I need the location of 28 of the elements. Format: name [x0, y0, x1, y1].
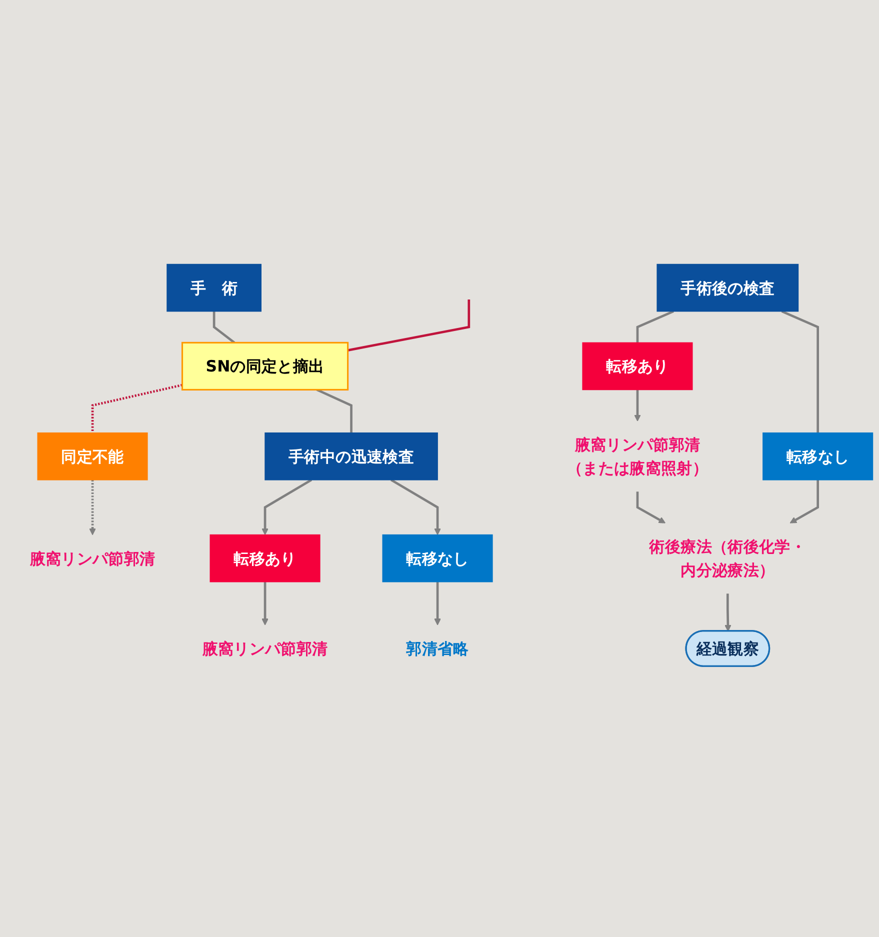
node-box: 転移なし	[382, 534, 493, 583]
node-box: 転移なし	[762, 432, 874, 481]
node-text: 腋窩リンパ節郭清	[202, 639, 328, 658]
node-text: 腋窩リンパ節郭清 （または腋窩照射）	[566, 436, 708, 478]
node-text: 術後療法（術後化学・内分泌療法）	[649, 538, 806, 580]
arrow	[724, 594, 732, 632]
node-box: 手術後の検査	[656, 264, 799, 312]
node-box: SNの同定と摘出	[181, 342, 349, 391]
node-box: 手術中の迅速検査	[264, 432, 438, 481]
arrow	[634, 390, 641, 422]
node-box: 同定不能	[37, 432, 148, 481]
arrow	[390, 479, 441, 536]
arrow	[636, 492, 666, 524]
arrow	[262, 582, 268, 626]
connector	[212, 312, 236, 344]
connector	[91, 384, 182, 434]
node-box: 転移あり	[210, 534, 320, 583]
arrow	[434, 582, 441, 626]
arrow	[262, 479, 312, 536]
connector	[781, 310, 819, 434]
arrow	[790, 480, 819, 524]
node-box: 転移あり	[582, 342, 693, 390]
connector	[348, 300, 470, 352]
connector	[636, 310, 674, 344]
arrow	[89, 480, 96, 536]
node-text: 腋窩リンパ節郭清	[30, 549, 156, 568]
node-box: 手 術	[166, 264, 262, 312]
node-text: 郭清省略	[406, 639, 469, 658]
